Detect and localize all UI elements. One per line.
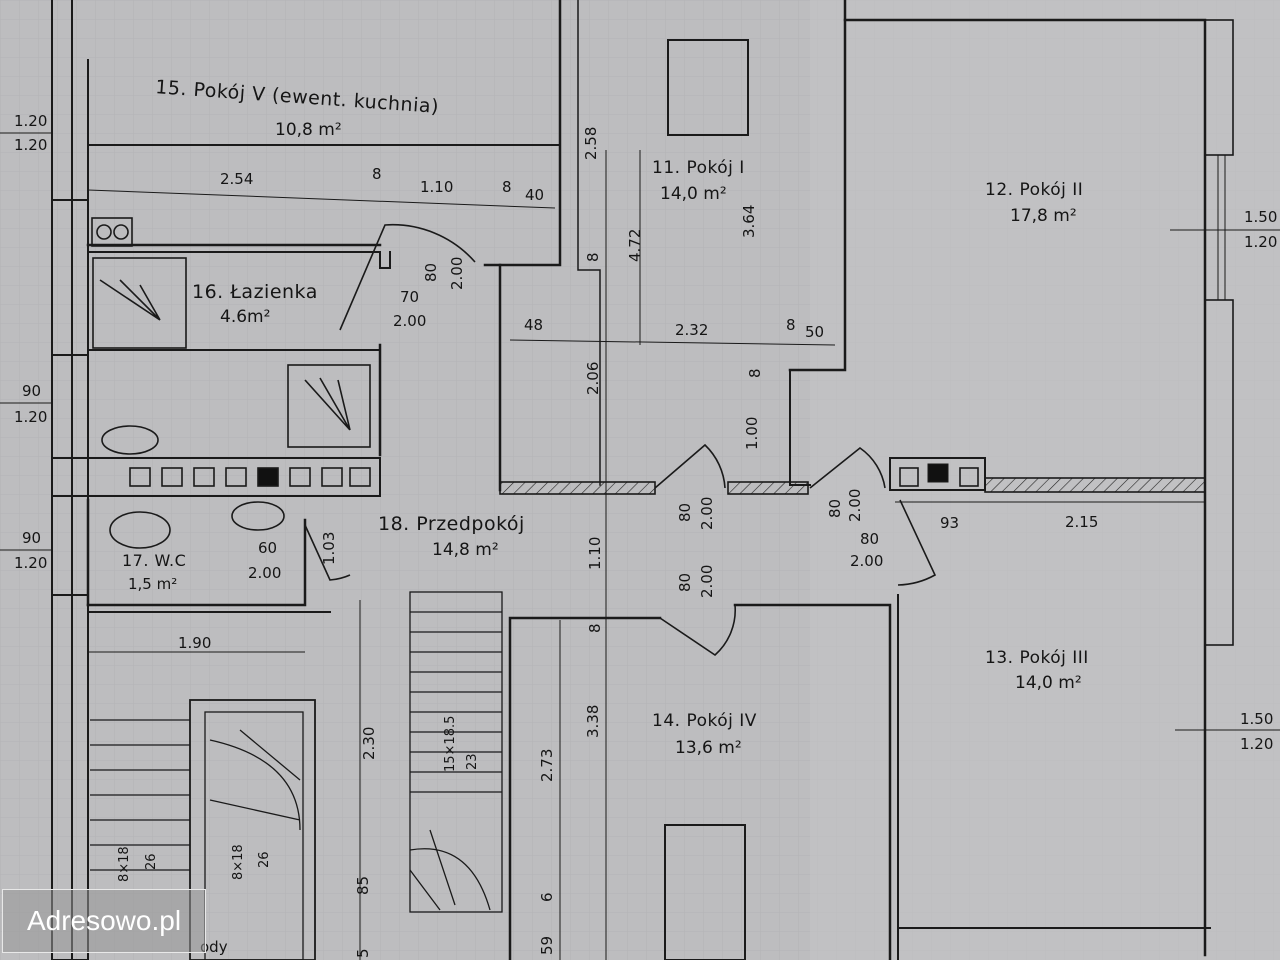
dim-80d: 80	[860, 530, 880, 548]
dim-6: 6	[538, 892, 556, 902]
dim-110b: 1.10	[586, 536, 604, 570]
dim-59: 59	[538, 935, 556, 955]
dim-258: 2.58	[582, 126, 600, 160]
room-12-name: 12. Pokój II	[985, 180, 1084, 200]
dim-48: 48	[524, 316, 544, 334]
dim-110: 1.10	[420, 178, 454, 196]
dim-80a: 80	[422, 262, 440, 282]
dim-364: 3.64	[740, 204, 758, 238]
dim-200e: 2.00	[850, 552, 884, 570]
dim-200c: 2.00	[698, 496, 716, 530]
dim-left-120b: 1.20	[14, 136, 48, 154]
dim-50: 50	[805, 323, 825, 341]
dim-left-120a: 1.20	[14, 112, 48, 130]
dim-215: 2.15	[1065, 513, 1099, 531]
dim-8e: 8	[746, 368, 764, 378]
room-17-name: 17. W.C	[122, 551, 187, 570]
room-13-name: 13. Pokój III	[985, 648, 1089, 668]
dim-254: 2.54	[220, 170, 254, 188]
stairs	[90, 591, 503, 960]
dim-200d: 2.00	[846, 488, 864, 522]
dim-338: 3.38	[584, 704, 602, 738]
dim-left-120d: 1.20	[14, 554, 48, 572]
dim-5: 5	[354, 948, 372, 958]
dim-273: 2.73	[538, 748, 556, 782]
dim-85: 85	[354, 875, 372, 895]
dim-206: 2.06	[584, 361, 602, 395]
dim-80e: 80	[676, 572, 694, 592]
dim-left-90b: 90	[22, 529, 42, 547]
dim-8d: 8	[786, 316, 796, 334]
dim-8a: 8	[372, 165, 382, 183]
dim-stairs-26a: 26	[144, 853, 159, 870]
dimension-lines	[0, 132, 1280, 960]
walls	[51, 0, 1234, 960]
dim-472: 4.72	[626, 228, 644, 262]
dim-left-120c: 1.20	[14, 408, 48, 426]
bottom-partial-label: ody	[200, 938, 228, 956]
dim-230: 2.30	[360, 726, 378, 760]
room-14-name: 14. Pokój IV	[652, 711, 757, 731]
room-15-area: 10,8 m²	[275, 120, 342, 140]
dim-80b: 80	[676, 502, 694, 522]
dim-200b: 2.00	[393, 312, 427, 330]
dim-right-150a: 1.50	[1244, 208, 1278, 226]
dim-60: 60	[258, 539, 278, 557]
fixtures	[91, 217, 351, 549]
dim-stairs-26b: 26	[257, 851, 272, 868]
dim-stairs-15x185: 15×18.5	[443, 715, 458, 772]
room-18-area: 14,8 m²	[432, 540, 499, 560]
room-11-name: 11. Pokój I	[652, 158, 745, 178]
dim-right-150b: 1.50	[1240, 710, 1274, 728]
dim-40: 40	[525, 186, 545, 204]
chimney-flues	[129, 467, 979, 487]
dim-80c: 80	[826, 498, 844, 518]
dim-200a: 2.00	[448, 256, 466, 290]
dim-70: 70	[400, 288, 420, 306]
room-17-area: 1,5 m²	[128, 575, 178, 593]
dim-103: 1.03	[320, 531, 338, 565]
watermark-logo: Adresowo.pl	[2, 889, 206, 953]
dim-200f: 2.00	[248, 564, 282, 582]
dim-232: 2.32	[675, 321, 709, 339]
room-11-area: 14,0 m²	[660, 184, 727, 204]
room-18-name: 18. Przedpokój	[378, 513, 525, 535]
dim-93: 93	[940, 514, 960, 532]
dim-8f: 8	[586, 623, 604, 633]
door-swings	[304, 223, 937, 657]
room-16-name: 16. Łazienka	[192, 281, 318, 303]
dim-100: 1.00	[743, 416, 761, 450]
dim-stairs-23: 23	[465, 753, 480, 770]
room-14-area: 13,6 m²	[675, 738, 742, 758]
dim-190: 1.90	[178, 634, 212, 652]
dim-stairs-8x18b: 8×18	[231, 844, 246, 880]
room-12-area: 17,8 m²	[1010, 206, 1077, 226]
dim-8c: 8	[584, 252, 602, 262]
room-16-area: 4.6m²	[220, 307, 271, 327]
dim-right-120b: 1.20	[1240, 735, 1274, 753]
dim-stairs-8x18a: 8×18	[117, 846, 132, 882]
dim-left-90a: 90	[22, 382, 42, 400]
room-13-area: 14,0 m²	[1015, 673, 1082, 693]
dim-8b: 8	[502, 178, 512, 196]
dim-right-120a: 1.20	[1244, 233, 1278, 251]
dim-200g: 2.00	[698, 564, 716, 598]
